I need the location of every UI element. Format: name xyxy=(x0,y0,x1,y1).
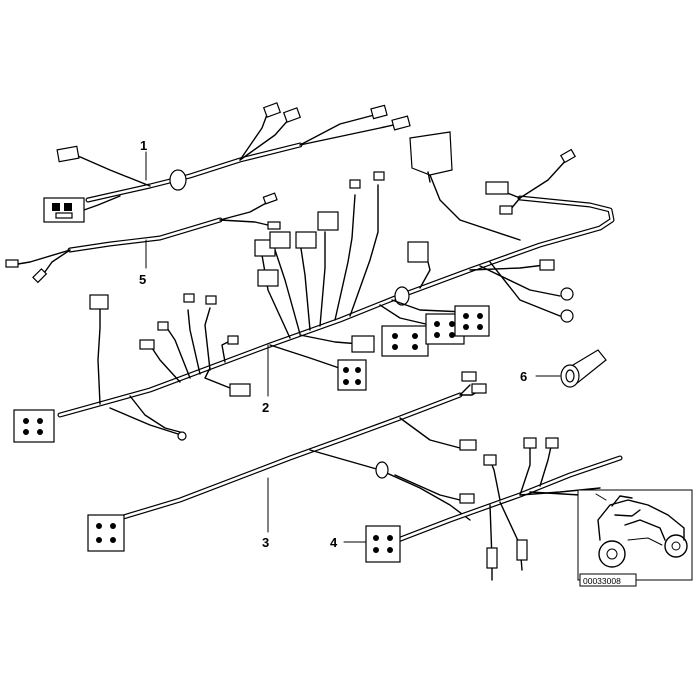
grommet-icon xyxy=(375,461,389,479)
harness-part-3[interactable] xyxy=(87,371,487,552)
connector-icon xyxy=(459,371,487,504)
motorcycle-icon xyxy=(595,493,688,568)
multi-pin-connector-icon xyxy=(13,409,55,443)
multi-pin-connector-icon xyxy=(87,514,125,552)
callout-1: 1 xyxy=(140,138,147,153)
connector-icon xyxy=(56,102,411,163)
rubber-boot-part-6[interactable] xyxy=(560,349,607,388)
callout-6: 6 xyxy=(520,369,527,384)
callout-5: 5 xyxy=(139,272,146,287)
harness-part-1[interactable] xyxy=(43,102,411,223)
connector-icon xyxy=(89,148,577,397)
multi-pin-connector-icon xyxy=(381,305,490,357)
callout-4: 4 xyxy=(330,535,338,550)
terminal-icon xyxy=(5,192,281,284)
callout-2: 2 xyxy=(262,400,269,415)
ground-eyelet-icon xyxy=(109,407,187,441)
multi-pin-connector-icon xyxy=(43,197,85,223)
callout-leaders xyxy=(145,151,561,543)
plug-housing-icon xyxy=(409,131,453,183)
grommet-icon xyxy=(169,169,187,191)
grommet-icon xyxy=(394,286,410,306)
bullet-connector-icon xyxy=(483,437,559,569)
multi-pin-connector-icon xyxy=(365,525,401,563)
reference-code: 00033008 xyxy=(583,576,621,586)
harness-part-4[interactable] xyxy=(365,437,623,581)
round-plug-icon xyxy=(560,287,574,323)
motorcycle-inset: 00033008 xyxy=(577,489,693,587)
harness-part-5[interactable] xyxy=(5,192,281,284)
multi-pin-connector-icon xyxy=(337,359,367,391)
callout-3: 3 xyxy=(262,535,269,550)
harness-part-2[interactable] xyxy=(13,131,615,443)
